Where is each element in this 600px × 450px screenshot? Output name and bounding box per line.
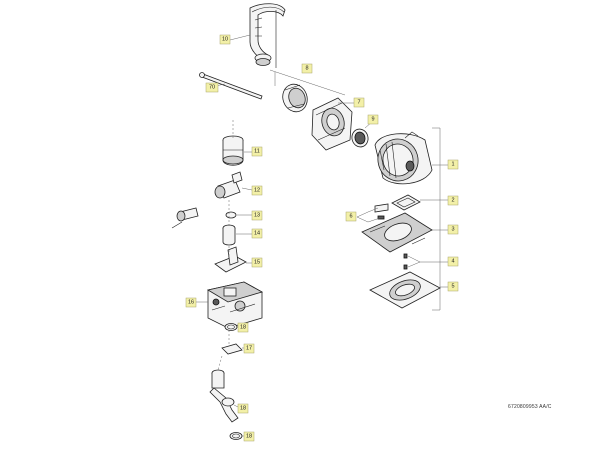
fan-housing [311,97,353,151]
callout-11: 11 [251,146,263,157]
svg-text:8: 8 [305,66,308,72]
callout-5: 5 [447,281,459,292]
flange-plate [214,246,252,273]
gas-inlet-pipe [209,369,241,423]
bracket-right [420,127,450,311]
burner-body [374,131,433,185]
svg-text:4: 4 [451,259,454,265]
svg-text:10: 10 [222,37,228,43]
drawing-reference-code: 6720809953 AA/C [508,404,552,410]
screws [403,253,421,270]
svg-text:17: 17 [246,346,252,352]
svg-text:18: 18 [240,325,246,331]
callout-10: 10 [219,34,251,45]
o-ring-lower [229,432,246,440]
callout-13: 13 [251,210,263,221]
callout-18-bottom: 18 [243,431,255,442]
gas-nozzle [171,207,252,229]
callout-15: 15 [251,257,263,268]
svg-text:13: 13 [254,213,260,219]
callout-7: 7 [338,97,365,108]
assembly-guide-lines [217,120,234,371]
svg-text:16: 16 [188,300,194,306]
electrode-parts [356,203,389,223]
tee-fitting [214,171,253,199]
svg-text:1: 1 [451,162,454,168]
callout-6: 6 [345,211,357,222]
svg-text:3: 3 [451,227,454,233]
union-connector [222,224,252,246]
burner-plate [361,212,433,253]
svg-text:12: 12 [254,188,260,194]
svg-text:6: 6 [349,214,352,220]
callout-2: 2 [447,195,459,206]
air-intake-tube [222,135,254,166]
svg-text:15: 15 [254,260,260,266]
callout-18-top: 18 [237,322,249,333]
square-gasket [391,194,421,211]
inspection-window [351,121,373,148]
svg-text:18: 18 [246,434,252,440]
callout-14: 14 [251,228,263,239]
callout-12: 12 [251,185,263,196]
callout-16: 16 [185,297,208,308]
gas-valve [206,281,264,329]
callout-1: 1 [447,159,459,170]
intake-bend-pipe [249,3,286,68]
venturi-ring [282,83,308,113]
o-ring-upper [224,323,240,331]
callout-17: 17 [243,343,255,354]
svg-text:14: 14 [254,231,260,237]
small-seal-plate [221,343,246,355]
svg-text:2: 2 [451,198,454,204]
callout-3: 3 [447,224,459,235]
callout-18-mid: 18 [237,403,249,414]
svg-text:7: 7 [357,100,360,106]
callout-4: 4 [447,256,459,267]
svg-text:5: 5 [451,284,454,290]
svg-text:18: 18 [240,406,246,412]
callout-70: 70 [205,82,219,93]
svg-text:70: 70 [209,85,215,91]
callout-9: 9 [367,114,379,125]
insulation-disc [369,271,441,309]
svg-text:9: 9 [371,117,374,123]
svg-text:11: 11 [254,149,260,155]
callout-8: 8 [269,63,346,96]
